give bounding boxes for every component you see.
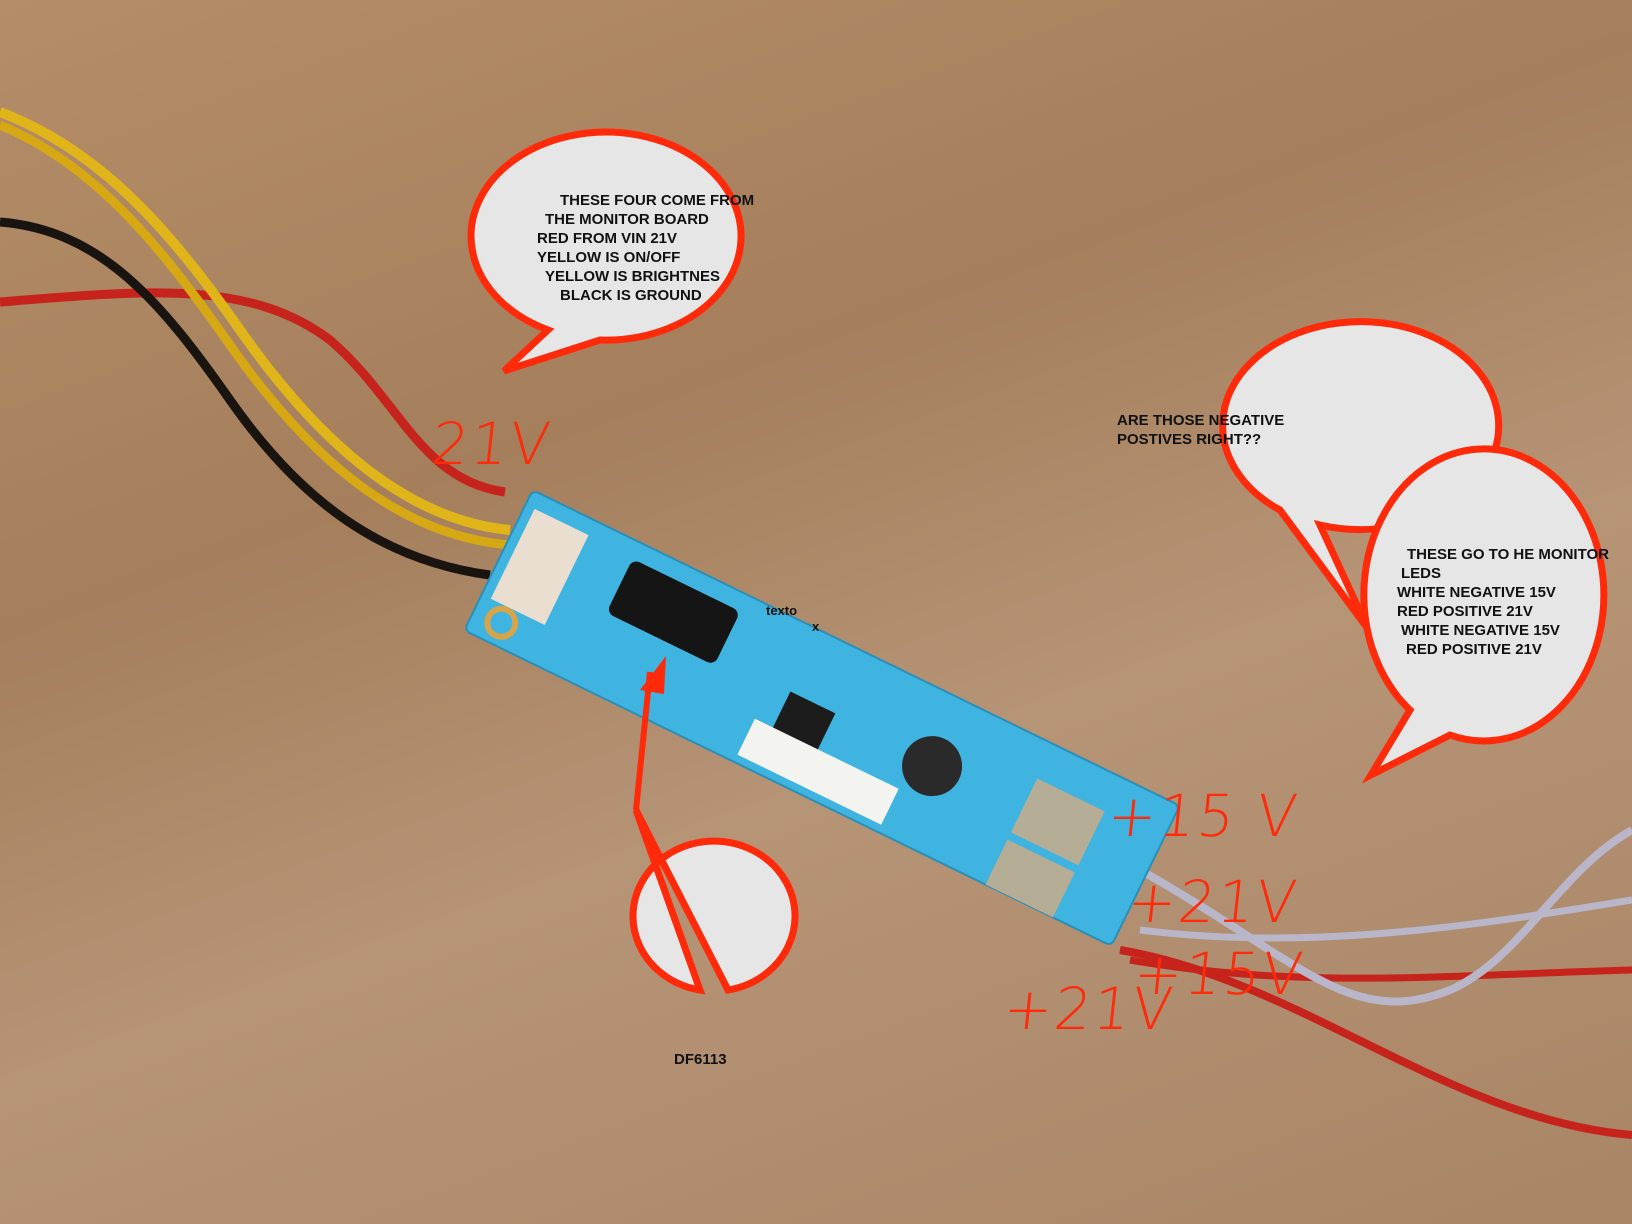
stray-text: x	[812, 619, 820, 634]
speech-bubble-monitor-board	[467, 128, 745, 375]
red-arrow	[633, 671, 653, 811]
handwritten-output-4: +21V	[1000, 975, 1178, 1043]
black-wire	[0, 217, 491, 580]
bubble-line: ARE THOSE NEGATIVE	[1117, 412, 1285, 429]
red-wire-out-2	[1129, 956, 1632, 982]
output-connector-2	[985, 839, 1075, 918]
bubble-line: POSTIVES RIGHT??	[1117, 431, 1262, 448]
gray-wire-2	[1139, 896, 1632, 942]
bubble-line: RED POSITIVE 21V	[1397, 603, 1533, 620]
bubble-line: RED FROM VIN 21V	[537, 230, 678, 247]
mount-hole	[484, 605, 519, 640]
red-wire-in	[0, 288, 506, 497]
bubble-line: LEDS	[1401, 565, 1442, 582]
handwritten-output-2: +21V	[1124, 868, 1302, 936]
input-connector	[490, 508, 589, 626]
speech-bubble-chip	[629, 808, 799, 995]
stray-text: texto	[766, 603, 798, 618]
bubble-line: YELLOW IS BRIGHTNES	[545, 268, 721, 285]
speech-bubble-leds	[1360, 445, 1608, 784]
bubble-line: THESE GO TO HE MONITOR	[1407, 546, 1609, 563]
chip-label: DF6113	[674, 1051, 727, 1068]
bubble-line: BLACK IS GROUND	[560, 287, 702, 304]
output-connector-1	[1010, 778, 1105, 866]
arrow-head-icon	[640, 656, 666, 694]
handwritten-input-voltage: 21V	[428, 410, 556, 478]
gray-wire-1	[1138, 826, 1632, 1006]
capacitor	[608, 561, 738, 663]
bubble-line: RED POSITIVE 21V	[1406, 641, 1542, 658]
bubble-line: WHITE NEGATIVE 15V	[1401, 622, 1560, 639]
led-driver-pcb	[465, 491, 1179, 945]
bubble-line: THE MONITOR BOARD	[545, 211, 709, 228]
bubble-line: YELLOW IS ON/OFF	[537, 249, 681, 266]
bubble-line: THESE FOUR COME FROM	[560, 192, 755, 209]
handwritten-output-1: +15 V	[1104, 782, 1303, 850]
yellow-wire-2	[0, 120, 511, 550]
bubble-line: WHITE NEGATIVE 15V	[1397, 584, 1556, 601]
yellow-wire-1	[0, 107, 511, 535]
inductor	[902, 736, 963, 797]
